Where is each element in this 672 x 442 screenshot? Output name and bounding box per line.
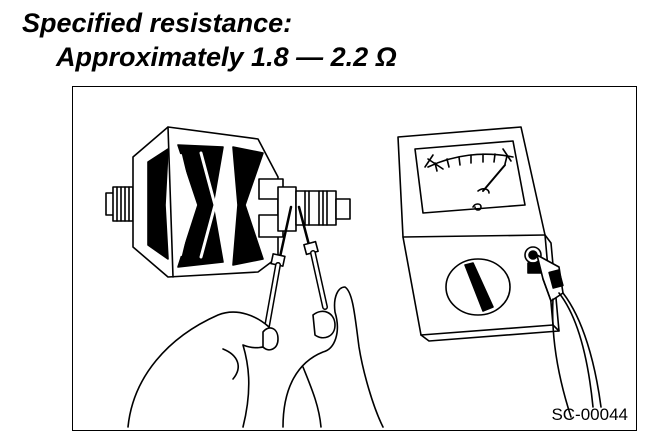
illustration-frame: SC-00044	[72, 86, 637, 431]
rotor-icon	[105, 126, 351, 278]
rotor-resistance-test-illustration	[105, 126, 602, 428]
figure-code: SC-00044	[551, 405, 628, 424]
spec-label: Specified resistance:	[22, 8, 293, 38]
test-probes-icon	[263, 205, 328, 335]
multimeter-icon	[397, 126, 602, 418]
hands-icon	[127, 286, 384, 428]
specification-heading: Specified resistance: Approximately 1.8 …	[22, 6, 397, 74]
spec-value: Approximately 1.8 — 2.2 Ω	[56, 42, 397, 72]
